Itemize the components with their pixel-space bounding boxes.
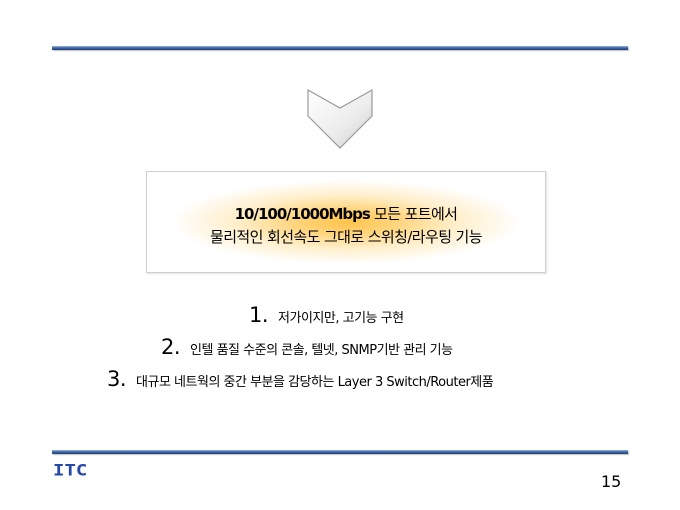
list-number: 2. — [161, 335, 181, 359]
list-item: 1. 저가이지만, 고기능 구현 — [249, 303, 404, 327]
callout-line-2: 물리적인 회선속도 그대로 스위칭/라우팅 기능 — [210, 228, 483, 246]
list-number: 1. — [249, 303, 269, 327]
list-item: 2. 인텔 품질 수준의 콘솔, 텔넷, SNMP기반 관리 기능 — [161, 335, 453, 359]
list-text: 대규모 네트웍의 중간 부분을 감당하는 Layer 3 Switch/Rout… — [136, 375, 494, 390]
list-item: 3. 대규모 네트웍의 중간 부분을 감당하는 Layer 3 Switch/Ro… — [107, 367, 494, 391]
itc-logo: ITC — [53, 461, 88, 480]
bottom-divider — [52, 450, 628, 454]
callout-line-1: 10/100/1000Mbps 모든 포트에서 — [234, 205, 458, 223]
highlight-callout: 10/100/1000Mbps 모든 포트에서 물리적인 회선속도 그대로 스위… — [146, 171, 546, 273]
list-text: 저가이지만, 고기능 구현 — [278, 311, 404, 326]
list-text: 인텔 품질 수준의 콘솔, 텔넷, SNMP기반 관리 기능 — [190, 343, 453, 358]
top-divider — [52, 46, 628, 50]
down-arrow-icon — [307, 88, 373, 149]
list-number: 3. — [107, 367, 127, 391]
page-number: 15 — [601, 472, 622, 491]
